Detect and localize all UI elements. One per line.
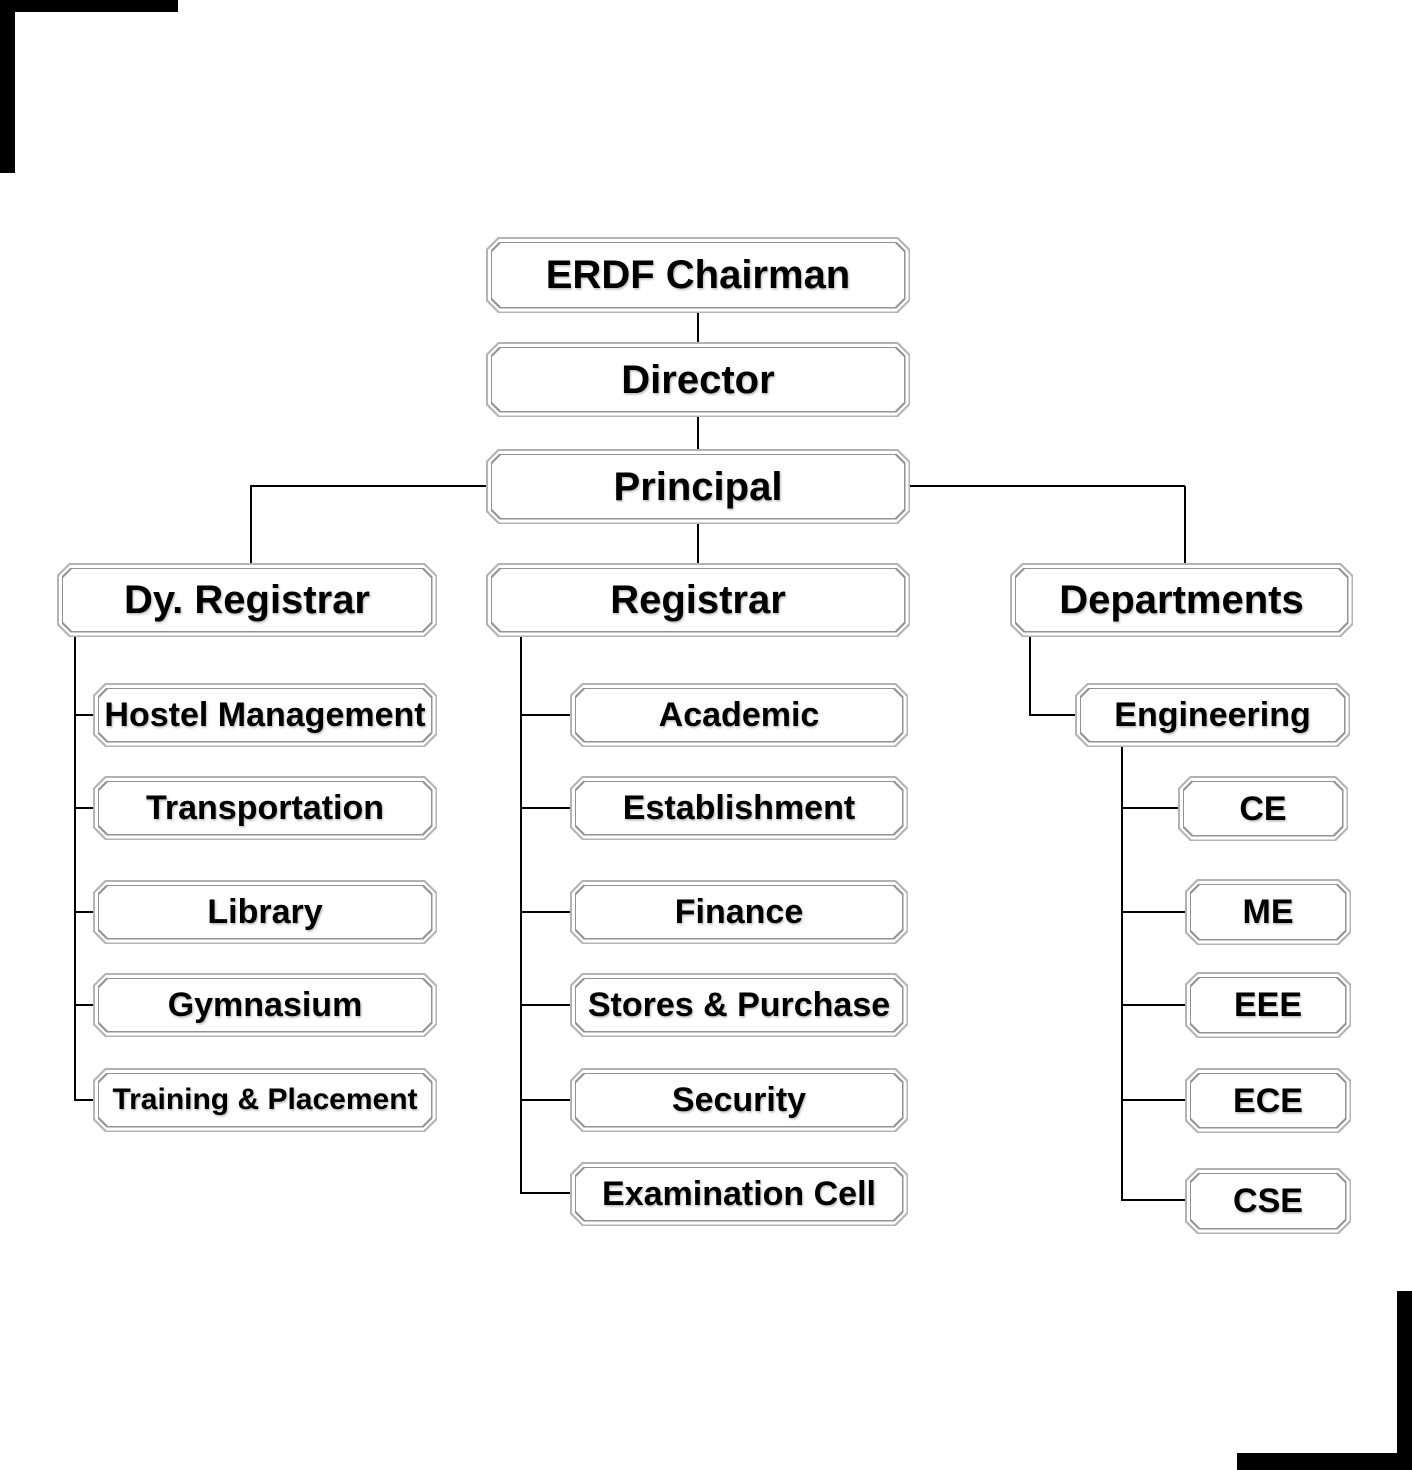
node-label: Training & Placement [112, 1083, 418, 1116]
corner-decoration-bottom-right-horizontal [1237, 1453, 1412, 1470]
connector-stub-academic [520, 714, 570, 716]
node-transportation: Transportation [93, 776, 437, 840]
connector-departments-trunk [1029, 637, 1031, 715]
connector-stub-examination-cell [520, 1192, 570, 1194]
connector-stub-me [1121, 911, 1185, 913]
node-label: Examination Cell [602, 1175, 876, 1213]
node-director: Director [486, 342, 910, 417]
node-label: Registrar [610, 578, 786, 622]
connector-principal-left [250, 485, 487, 487]
node-library: Library [93, 880, 437, 944]
node-label: Transportation [145, 789, 385, 827]
node-label: Departments [1059, 578, 1304, 622]
node-label: Stores & Purchase [587, 986, 891, 1024]
node-hostel-management: Hostel Management [93, 683, 437, 747]
node-label: CSE [1233, 1182, 1303, 1220]
node-label: Academic [658, 696, 820, 734]
connector-stub-eee [1121, 1004, 1185, 1006]
node-label: Principal [613, 464, 783, 509]
node-label: CE [1239, 789, 1287, 828]
node-erdf-chairman: ERDF Chairman [486, 237, 910, 313]
connector-stub-finance [520, 911, 570, 913]
connector-stub-library [74, 911, 94, 913]
node-security: Security [570, 1068, 908, 1132]
connector-stub-establishment [520, 807, 570, 809]
node-ce: CE [1178, 776, 1348, 841]
connector-dy-registrar-trunk [74, 637, 76, 1101]
connector-down-departments [1184, 486, 1186, 563]
node-stores-purchase: Stores & Purchase [570, 973, 908, 1037]
connector-stub-gymnasium [74, 1004, 94, 1006]
connector-director-principal [697, 417, 699, 449]
connector-chairman-director [697, 313, 699, 342]
node-establishment: Establishment [570, 776, 908, 840]
node-label: Director [621, 357, 775, 402]
node-ece: ECE [1185, 1068, 1351, 1133]
connector-registrar-trunk [520, 637, 522, 1194]
node-label: Engineering [1114, 696, 1311, 734]
node-dy-registrar: Dy. Registrar [57, 563, 437, 637]
node-label: Security [671, 1081, 807, 1119]
connector-stub-stores-purchase [520, 1004, 570, 1006]
node-eee: EEE [1185, 972, 1351, 1038]
node-label: Finance [674, 893, 804, 931]
node-me: ME [1185, 879, 1351, 945]
connector-stub-cse [1121, 1199, 1185, 1201]
node-gymnasium: Gymnasium [93, 973, 437, 1037]
node-engineering: Engineering [1075, 683, 1350, 747]
node-label: Hostel Management [104, 696, 426, 734]
corner-decoration-top-left-horizontal [0, 0, 178, 12]
connector-principal-right [909, 485, 1185, 487]
node-finance: Finance [570, 880, 908, 944]
node-label: Gymnasium [167, 986, 363, 1024]
node-cse: CSE [1185, 1168, 1351, 1234]
node-label: ME [1242, 893, 1294, 931]
node-label: Establishment [622, 789, 856, 827]
connector-principal-registrar [697, 523, 699, 563]
node-label: EEE [1233, 986, 1303, 1024]
connector-stub-transportation [74, 807, 94, 809]
connector-engineering-trunk [1121, 747, 1123, 1200]
connector-stub-ece [1121, 1099, 1185, 1101]
connector-stub-engineering [1029, 714, 1075, 716]
node-academic: Academic [570, 683, 908, 747]
node-training-placement: Training & Placement [93, 1068, 437, 1132]
corner-decoration-bottom-right-vertical [1397, 1291, 1412, 1470]
node-departments: Departments [1010, 563, 1353, 637]
node-registrar: Registrar [486, 563, 910, 637]
connector-stub-ce [1121, 807, 1178, 809]
node-label: Library [207, 893, 323, 931]
connector-stub-hostel-management [74, 714, 94, 716]
connector-stub-security [520, 1099, 570, 1101]
corner-decoration-top-left-vertical [0, 0, 15, 173]
connector-stub-training-placement [74, 1099, 94, 1101]
node-examination-cell: Examination Cell [570, 1162, 908, 1226]
node-principal: Principal [486, 449, 910, 524]
node-label: ECE [1233, 1081, 1303, 1120]
node-label: Dy. Registrar [123, 578, 370, 622]
node-label: ERDF Chairman [545, 253, 851, 297]
connector-down-dy-registrar [250, 486, 252, 563]
